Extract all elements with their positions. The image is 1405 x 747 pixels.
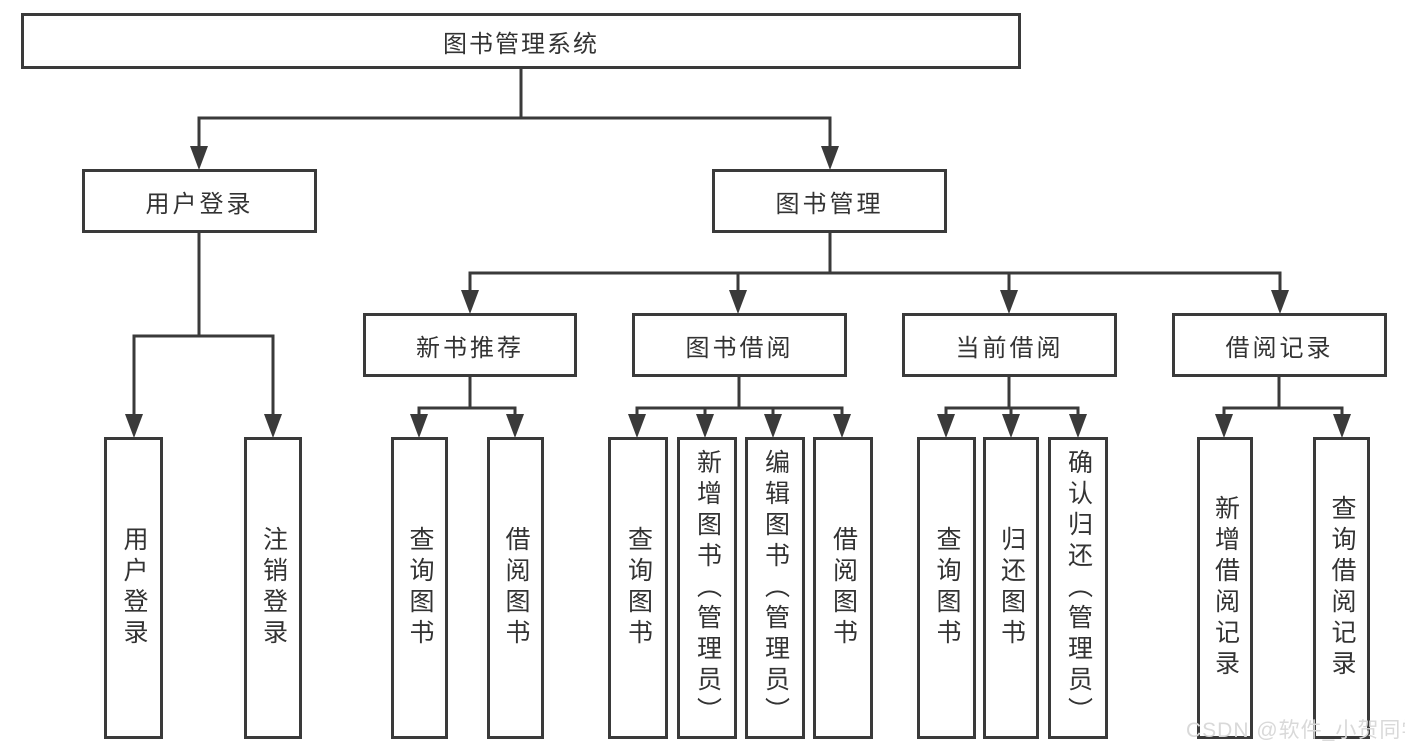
leaf-query-books-borrowing: 查询图书 xyxy=(608,437,668,739)
leaf-user-login: 用户登录 xyxy=(104,437,163,739)
leaf-confirm-return-admin: 确认归还（管理员） xyxy=(1048,437,1108,739)
leaf-edit-books-admin: 编辑图书（管理员） xyxy=(745,437,805,739)
node-book-borrowing: 图书借阅 xyxy=(632,313,847,377)
node-current-borrowing: 当前借阅 xyxy=(902,313,1117,377)
node-borrowing-records: 借阅记录 xyxy=(1172,313,1387,377)
node-book-management: 图书管理 xyxy=(712,169,947,233)
leaf-borrow-books-recommend: 借阅图书 xyxy=(487,437,544,739)
leaf-add-borrow-record: 新增借阅记录 xyxy=(1197,437,1253,739)
node-new-book-recommendation: 新书推荐 xyxy=(363,313,577,377)
csdn-watermark: CSDN @软件_小贺同学 xyxy=(1186,719,1405,742)
node-user-login: 用户登录 xyxy=(82,169,317,233)
leaf-logout: 注销登录 xyxy=(244,437,302,739)
node-library-management-system: 图书管理系统 xyxy=(21,13,1021,69)
leaf-query-books-current: 查询图书 xyxy=(917,437,976,739)
leaf-return-books: 归还图书 xyxy=(983,437,1039,739)
leaf-query-borrow-record: 查询借阅记录 xyxy=(1313,437,1370,739)
leaf-query-books-recommend: 查询图书 xyxy=(391,437,448,739)
leaf-borrow-books-borrowing: 借阅图书 xyxy=(813,437,873,739)
leaf-add-books-admin: 新增图书（管理员） xyxy=(677,437,737,739)
